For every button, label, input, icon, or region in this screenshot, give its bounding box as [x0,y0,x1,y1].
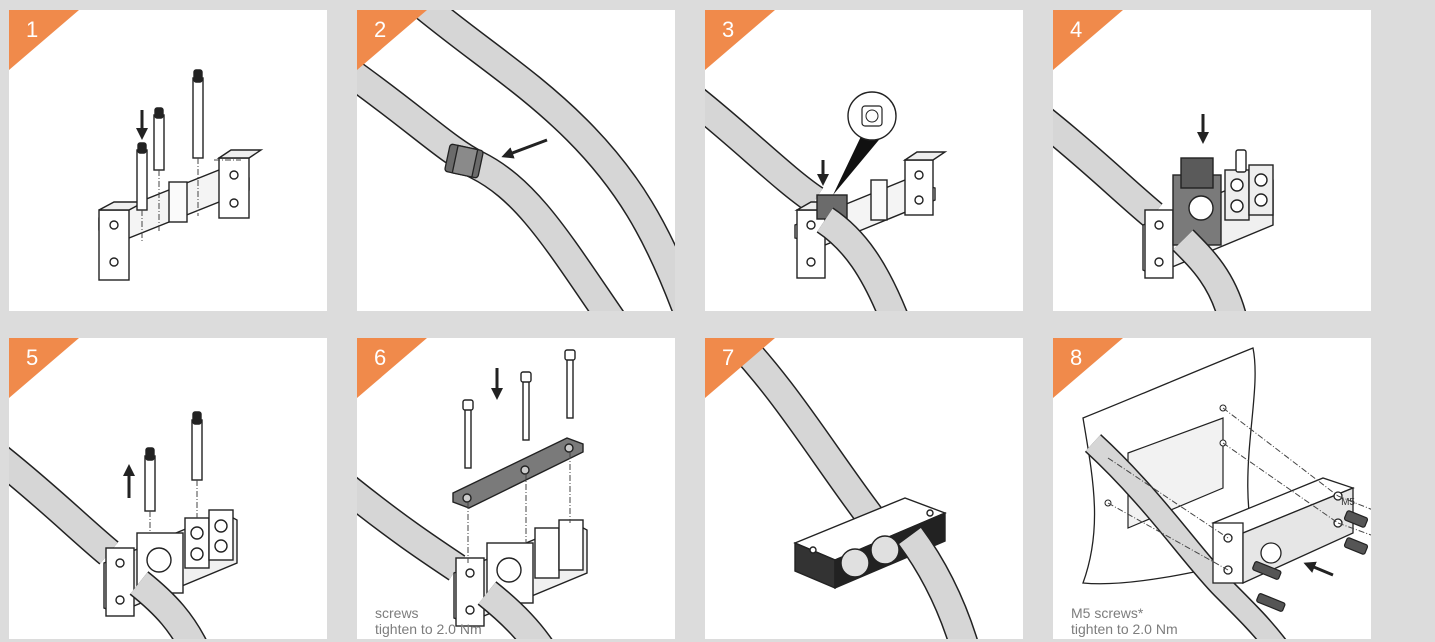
step-1-panel: 1 [9,10,327,311]
step-badge [9,338,79,398]
step-badge [357,10,427,70]
m5-label: M5 [1341,497,1355,508]
step-number: 2 [374,17,387,42]
step-number: 7 [722,345,735,370]
caption-line: M5 screws* [1071,605,1144,621]
caption-line: tighten to 2.0 Nm [375,621,482,637]
step-badge [1053,10,1123,70]
step-4-illustration [1053,108,1274,311]
step-8-panel: 8 M5 M5 screws* tighten to 2.0 Nm [1053,338,1371,639]
step-number: 5 [26,345,39,370]
step-1-illustration [98,69,264,281]
step-7-panel: 7 [705,338,1023,639]
step-3-illustration [705,88,948,311]
step-number: 3 [722,17,735,42]
step-badge [9,10,79,70]
step-number: 1 [26,17,39,42]
step-3-panel: 3 [705,10,1023,311]
step-4-panel: 4 [1053,10,1371,311]
step-5-panel: 5 [9,338,327,639]
step-badge [705,10,775,70]
step-number: 6 [374,345,387,370]
step-7-illustration [714,338,978,639]
step-caption: M5 screws* tighten to 2.0 Nm [1071,605,1178,637]
step-2-illustration [357,10,675,311]
step-8-illustration [1082,347,1371,639]
step-badge [357,338,427,398]
step-badge [705,338,775,398]
step-number: 8 [1070,345,1083,370]
step-5-illustration [9,411,238,639]
step-6-panel: 6 screws tighten to 2.0 Nm [357,338,675,639]
step-6-illustration [357,349,588,639]
step-badge [1053,338,1123,398]
step-2-panel: 2 [357,10,675,311]
caption-line: tighten to 2.0 Nm [1071,621,1178,637]
step-caption: screws tighten to 2.0 Nm [375,605,482,637]
caption-line: screws [375,605,419,621]
step-number: 4 [1070,17,1083,42]
